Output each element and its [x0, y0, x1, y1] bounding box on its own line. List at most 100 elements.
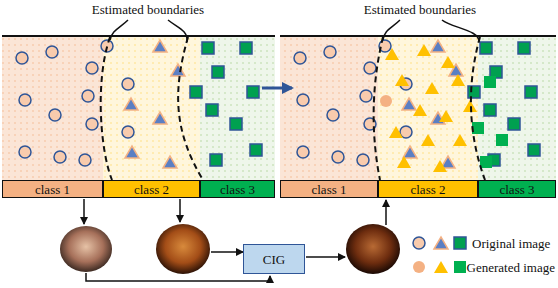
class-band: class 1	[280, 180, 378, 198]
class-band: class 3	[200, 180, 275, 198]
leader-line	[168, 20, 187, 42]
original-sample	[46, 46, 58, 58]
original-sample	[19, 94, 31, 106]
class-zone	[280, 36, 378, 180]
original-sample	[16, 52, 28, 64]
process-box: CIG	[243, 244, 305, 274]
generated-sample	[397, 156, 411, 168]
original-sample	[122, 126, 134, 138]
original-sample	[54, 151, 66, 163]
original-sample	[202, 42, 214, 54]
boundary-line	[471, 37, 485, 180]
generated-sample	[395, 74, 409, 86]
leader-line	[442, 20, 479, 42]
original-sample	[163, 156, 177, 168]
generated-sample	[480, 156, 492, 168]
original-sample	[360, 90, 372, 102]
class-zone	[103, 36, 200, 180]
original-sample	[19, 146, 31, 158]
original-sample	[125, 146, 139, 158]
original-sample	[86, 62, 98, 74]
generated-sample	[380, 95, 392, 107]
generated-sample	[496, 134, 508, 146]
generated-sample	[472, 122, 484, 134]
original-sample	[190, 86, 202, 98]
original-sample	[357, 154, 369, 166]
original-sample	[402, 98, 416, 110]
class-zone	[478, 36, 556, 180]
original-sample	[153, 112, 167, 124]
original-sample	[79, 154, 91, 166]
node-label: class 2	[134, 182, 169, 197]
original-sample	[528, 144, 540, 156]
generated-sample	[421, 134, 435, 146]
fundus-image	[346, 224, 400, 274]
node-label: class 1	[35, 182, 70, 197]
class-band: class 2	[378, 180, 478, 198]
node-label: class 3	[499, 182, 534, 197]
node-label: class 2	[410, 182, 445, 197]
wire	[86, 273, 270, 281]
generated-sample	[439, 110, 453, 122]
original-sample	[171, 64, 185, 76]
node-label: class 3	[220, 182, 255, 197]
wire	[179, 199, 181, 222]
class-zone	[378, 36, 478, 180]
legend-text: Generated image	[467, 260, 555, 275]
original-sample	[468, 86, 480, 98]
original-sample	[508, 118, 520, 130]
original-sample	[212, 66, 224, 78]
original-sample	[294, 52, 306, 64]
original-sample	[484, 104, 496, 116]
node-label: CIG	[263, 252, 285, 267]
generated-sample	[451, 74, 465, 86]
boundary-label: Estimated boundaries	[92, 2, 204, 17]
fundus-image	[60, 226, 112, 272]
panel-border	[2, 35, 275, 37]
legend-text: Original image	[472, 236, 550, 251]
boundary-line	[374, 37, 383, 180]
class-band: class 2	[103, 180, 200, 198]
original-sample	[431, 40, 445, 52]
boundary-label: Estimated boundaries	[364, 2, 476, 17]
original-sample	[247, 86, 259, 98]
leader-line	[110, 20, 128, 40]
original-sample	[332, 151, 344, 163]
original-sample	[122, 78, 134, 90]
original-sample	[480, 42, 492, 54]
generated-sample	[441, 56, 455, 68]
original-sample	[525, 86, 537, 98]
original-sample	[240, 42, 252, 54]
original-sample	[124, 98, 138, 110]
class-zone	[2, 36, 103, 180]
class-zone	[200, 36, 275, 180]
original-sample	[250, 144, 262, 156]
generated-sample	[433, 160, 447, 172]
generated-sample	[425, 82, 439, 94]
wire	[83, 199, 85, 224]
wire	[385, 200, 387, 225]
boundary-line	[101, 37, 112, 180]
class-band: class 3	[478, 180, 556, 198]
original-sample	[49, 109, 61, 121]
leader-line	[383, 20, 400, 40]
generated-sample	[453, 134, 467, 146]
original-sample	[82, 90, 94, 102]
generated-sample	[417, 44, 431, 56]
wire	[211, 251, 243, 253]
original-sample	[297, 94, 309, 106]
original-sample	[230, 118, 242, 130]
original-sample	[210, 154, 222, 166]
original-sample	[518, 42, 530, 54]
original-sample	[364, 62, 376, 74]
original-sample	[206, 104, 218, 116]
transition-arrow	[262, 87, 292, 90]
class-band: class 1	[2, 180, 103, 198]
original-sample	[86, 118, 98, 130]
wire	[306, 256, 345, 258]
original-sample	[324, 46, 336, 58]
original-sample	[403, 146, 417, 158]
generated-sample	[385, 48, 399, 60]
legend-sample	[413, 237, 466, 273]
original-sample	[153, 40, 167, 52]
